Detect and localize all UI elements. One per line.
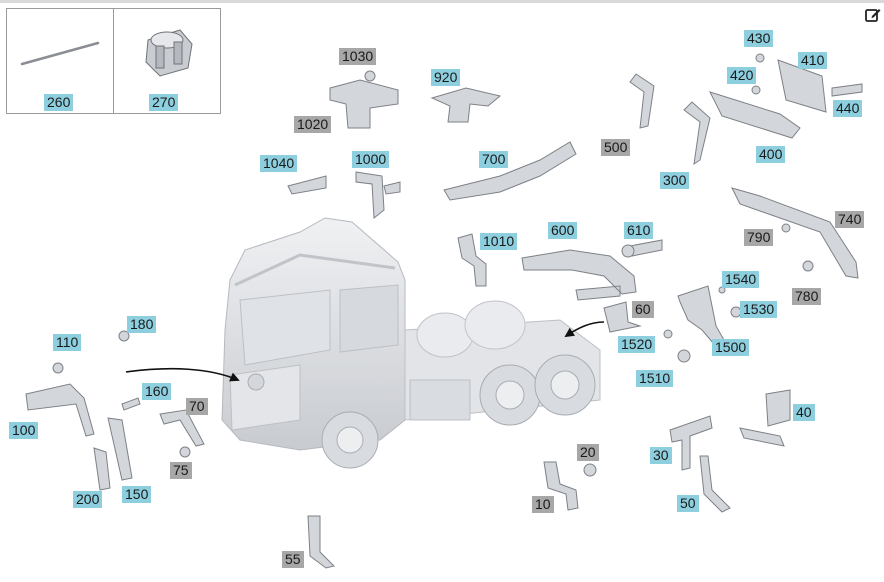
part-920-bracket	[430, 87, 502, 123]
part-1030-1020-bracket	[329, 70, 399, 129]
edit-icon[interactable]	[864, 6, 882, 24]
part-600-bracket	[521, 249, 637, 301]
callout-1020[interactable]: 1020	[294, 116, 332, 133]
callout-50[interactable]: 50	[677, 495, 699, 512]
callout-600[interactable]: 600	[548, 222, 578, 239]
callout-780[interactable]: 780	[792, 288, 822, 305]
part-1010-bracket	[457, 233, 487, 287]
callout-75[interactable]: 75	[170, 462, 192, 479]
callout-400[interactable]: 400	[756, 146, 786, 163]
callout-1540[interactable]: 1540	[722, 271, 760, 288]
part-270-clamp	[145, 29, 193, 77]
part-40-bracket	[739, 389, 791, 447]
callout-20[interactable]: 20	[577, 444, 599, 461]
callout-70[interactable]: 70	[186, 398, 208, 415]
callout-10[interactable]: 10	[532, 496, 554, 513]
callout-740[interactable]: 740	[835, 211, 865, 228]
callout-40[interactable]: 40	[793, 404, 815, 421]
pointer-arrow-left	[125, 367, 240, 382]
part-20-nut	[583, 463, 597, 477]
callout-200[interactable]: 200	[73, 491, 103, 508]
callout-30[interactable]: 30	[650, 447, 672, 464]
callout-300[interactable]: 300	[660, 172, 690, 189]
callout-110[interactable]: 110	[53, 334, 82, 351]
part-300-bracket	[683, 101, 711, 166]
callout-1530[interactable]: 1530	[740, 301, 778, 318]
callout-430[interactable]: 430	[744, 30, 774, 47]
callout-420[interactable]: 420	[727, 67, 757, 84]
callout-500[interactable]: 500	[601, 139, 631, 156]
part-430-410-420-440-400-assembly	[709, 53, 863, 139]
top-border	[0, 0, 884, 3]
part-1000-bracket	[355, 171, 401, 219]
part-70-clamp	[159, 409, 205, 447]
callout-920[interactable]: 920	[431, 69, 461, 86]
callout-160[interactable]: 160	[142, 383, 172, 400]
part-740-bracket	[731, 187, 859, 279]
callout-260[interactable]: 260	[44, 94, 74, 111]
callout-60[interactable]: 60	[632, 301, 654, 318]
part-100-150-200-guards	[25, 383, 133, 491]
callout-1520[interactable]: 1520	[618, 336, 656, 353]
callout-1500[interactable]: 1500	[712, 339, 750, 356]
callout-700[interactable]: 700	[479, 151, 509, 168]
callout-1010[interactable]: 1010	[480, 233, 518, 250]
part-700-bracket	[443, 141, 577, 201]
callout-1510[interactable]: 1510	[636, 370, 674, 387]
part-180-110-160-75-bolts	[52, 330, 191, 458]
part-50-strap	[699, 455, 731, 513]
callout-1040[interactable]: 1040	[260, 155, 298, 172]
pointer-arrow-right	[564, 321, 605, 338]
callout-270[interactable]: 270	[149, 94, 179, 111]
callout-1000[interactable]: 1000	[352, 151, 390, 168]
part-1040-bracket	[287, 175, 327, 195]
part-260-rod	[20, 41, 100, 66]
callout-790[interactable]: 790	[744, 229, 774, 246]
part-500-bracket	[629, 73, 655, 129]
callout-100[interactable]: 100	[9, 422, 39, 439]
truck-tractor-unit	[221, 217, 601, 469]
callout-1030[interactable]: 1030	[339, 48, 377, 65]
part-30-bracket	[669, 415, 713, 471]
callout-610[interactable]: 610	[624, 222, 654, 239]
part-610-bolt	[621, 239, 663, 258]
callout-55[interactable]: 55	[282, 551, 304, 568]
callout-180[interactable]: 180	[127, 316, 157, 333]
part-55-bracket	[307, 515, 335, 569]
callout-150[interactable]: 150	[122, 486, 152, 503]
callout-410[interactable]: 410	[798, 52, 828, 69]
callout-440[interactable]: 440	[833, 100, 863, 117]
part-10-bracket	[543, 461, 579, 511]
part-60-bracket	[603, 301, 642, 333]
